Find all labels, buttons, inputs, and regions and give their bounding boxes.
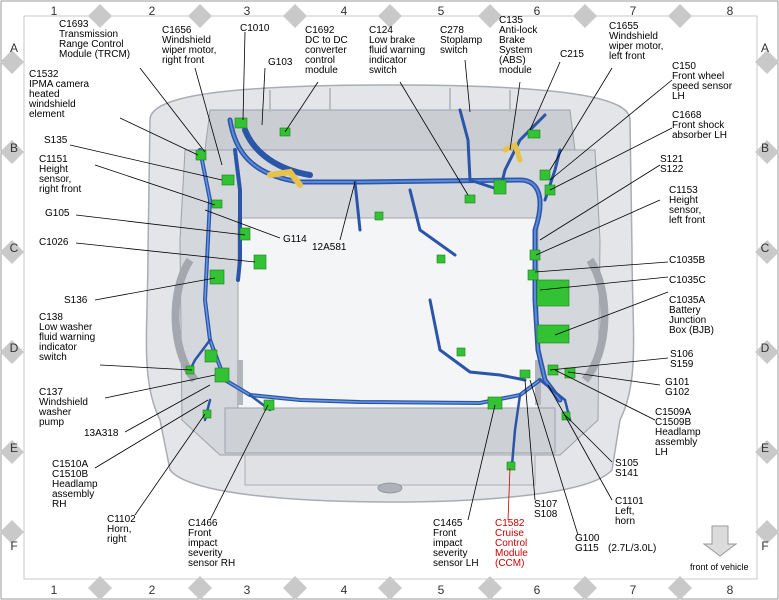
grid-row-right-B: B (761, 141, 769, 155)
grid-column-top-3: 3 (244, 4, 251, 18)
label-c137: C137 Windshield washer pump (39, 387, 88, 428)
label-12a581: 12A581 (312, 242, 347, 253)
label-c1102: C1102 Horn, right (107, 514, 136, 545)
connectors (185, 117, 576, 471)
grid-row-left-C: C (10, 241, 19, 255)
grid-row-right-D: D (761, 341, 770, 355)
label-c135: C135 Anti-lock Brake System (ABS) module (499, 15, 538, 76)
grid-row-left-F: F (10, 539, 17, 553)
grid-row-left-E: E (10, 441, 18, 455)
grid-row-right-E: E (761, 441, 769, 455)
label-engine: (2.7L/3.0L) (608, 543, 657, 554)
grid-column-bottom-6: 6 (534, 583, 541, 597)
label-g100: G100 G115 (575, 533, 600, 554)
label-g101: G101 G102 (665, 377, 690, 398)
label-c278: C278 Stoplamp switch (440, 25, 483, 56)
label-c138: C138 Low washer fluid warning indicator … (39, 312, 96, 363)
label-s121: S121 S122 (660, 154, 684, 175)
grid-column-bottom-7: 7 (630, 583, 637, 597)
label-c1035: C1035B C1035C C1035A Battery Junction Bo… (669, 255, 715, 336)
label-c1026: C1026 (39, 237, 69, 248)
label-c1510: C1510A C1510B Headlamp assembly RH (52, 459, 98, 510)
label-s136: S136 (64, 295, 88, 306)
label-c1509: C1509A C1509B Headlamp assembly LH (655, 407, 701, 458)
grid-column-bottom-8: 8 (727, 583, 734, 597)
label-c1466: C1466 Front impact severity sensor RH (188, 518, 236, 569)
label-c1656: C1656 Windshield wiper motor, right fron… (162, 25, 217, 66)
label-c1668: C1668 Front shock absorber LH (672, 110, 728, 141)
edge-markers (0, 4, 779, 600)
label-c1010: C1010 (240, 23, 270, 34)
grid-column-bottom-1: 1 (51, 583, 58, 597)
label-c1693: C1693 Transmission Range Control Module … (59, 19, 131, 60)
label-c1532: C1532 IPMA camera heated windshield elem… (29, 69, 90, 120)
grid-column-bottom-4: 4 (341, 583, 348, 597)
label-s105: S105 S141 (615, 458, 639, 479)
label-g103: G103 (268, 57, 293, 68)
front-arrow-icon (702, 525, 738, 557)
label-s135: S135 (44, 135, 68, 146)
label-g105: G105 (45, 208, 70, 219)
grid-column-top-6: 6 (534, 4, 541, 18)
grid-column-bottom-3: 3 (244, 583, 251, 597)
label-c1151: C1151 Height sensor, right front (39, 154, 82, 195)
grid-column-bottom-5: 5 (438, 583, 445, 597)
label-c1692: C1692 DC to DC converter control module (305, 25, 348, 76)
label-c1101: C1101 Left, horn (615, 496, 644, 527)
label-g114: G114 (283, 234, 307, 245)
grid-row-left-B: B (10, 141, 18, 155)
grid-column-bottom-2: 2 (149, 583, 156, 597)
label-s106: S106 S159 (670, 349, 694, 370)
label-c124: C124 Low brake fluid warning indicator s… (369, 25, 426, 76)
grid-row-left-A: A (10, 41, 18, 55)
label-c150: C150 Front wheel speed sensor LH (672, 61, 733, 102)
grid-column-top-2: 2 (149, 4, 156, 18)
grid-row-left-D: D (10, 341, 19, 355)
label-c1655: C1655 Windshield wiper motor, left front (609, 21, 664, 62)
label-s107: S107 S108 (534, 499, 558, 520)
label-13a318: 13A318 (84, 428, 119, 439)
label-c1465: C1465 Front impact severity sensor LH (433, 518, 479, 569)
grid-column-top-7: 7 (630, 4, 637, 18)
label-c1582: C1582 Cruise Control Module (CCM) (495, 518, 528, 569)
label-front-of-vehicle: front of vehicle (690, 562, 749, 572)
grid-column-top-5: 5 (438, 4, 445, 18)
grid-column-top-1: 1 (51, 4, 58, 18)
leader-lines (69, 31, 673, 536)
label-c215: C215 (560, 49, 584, 60)
grid-row-right-C: C (761, 241, 770, 255)
label-c1153: C1153 Height sensor, left front (669, 185, 706, 226)
grid-column-top-4: 4 (341, 4, 348, 18)
grid-row-right-F: F (761, 539, 768, 553)
grid-row-right-A: A (761, 41, 769, 55)
grid-column-top-8: 8 (727, 4, 734, 18)
